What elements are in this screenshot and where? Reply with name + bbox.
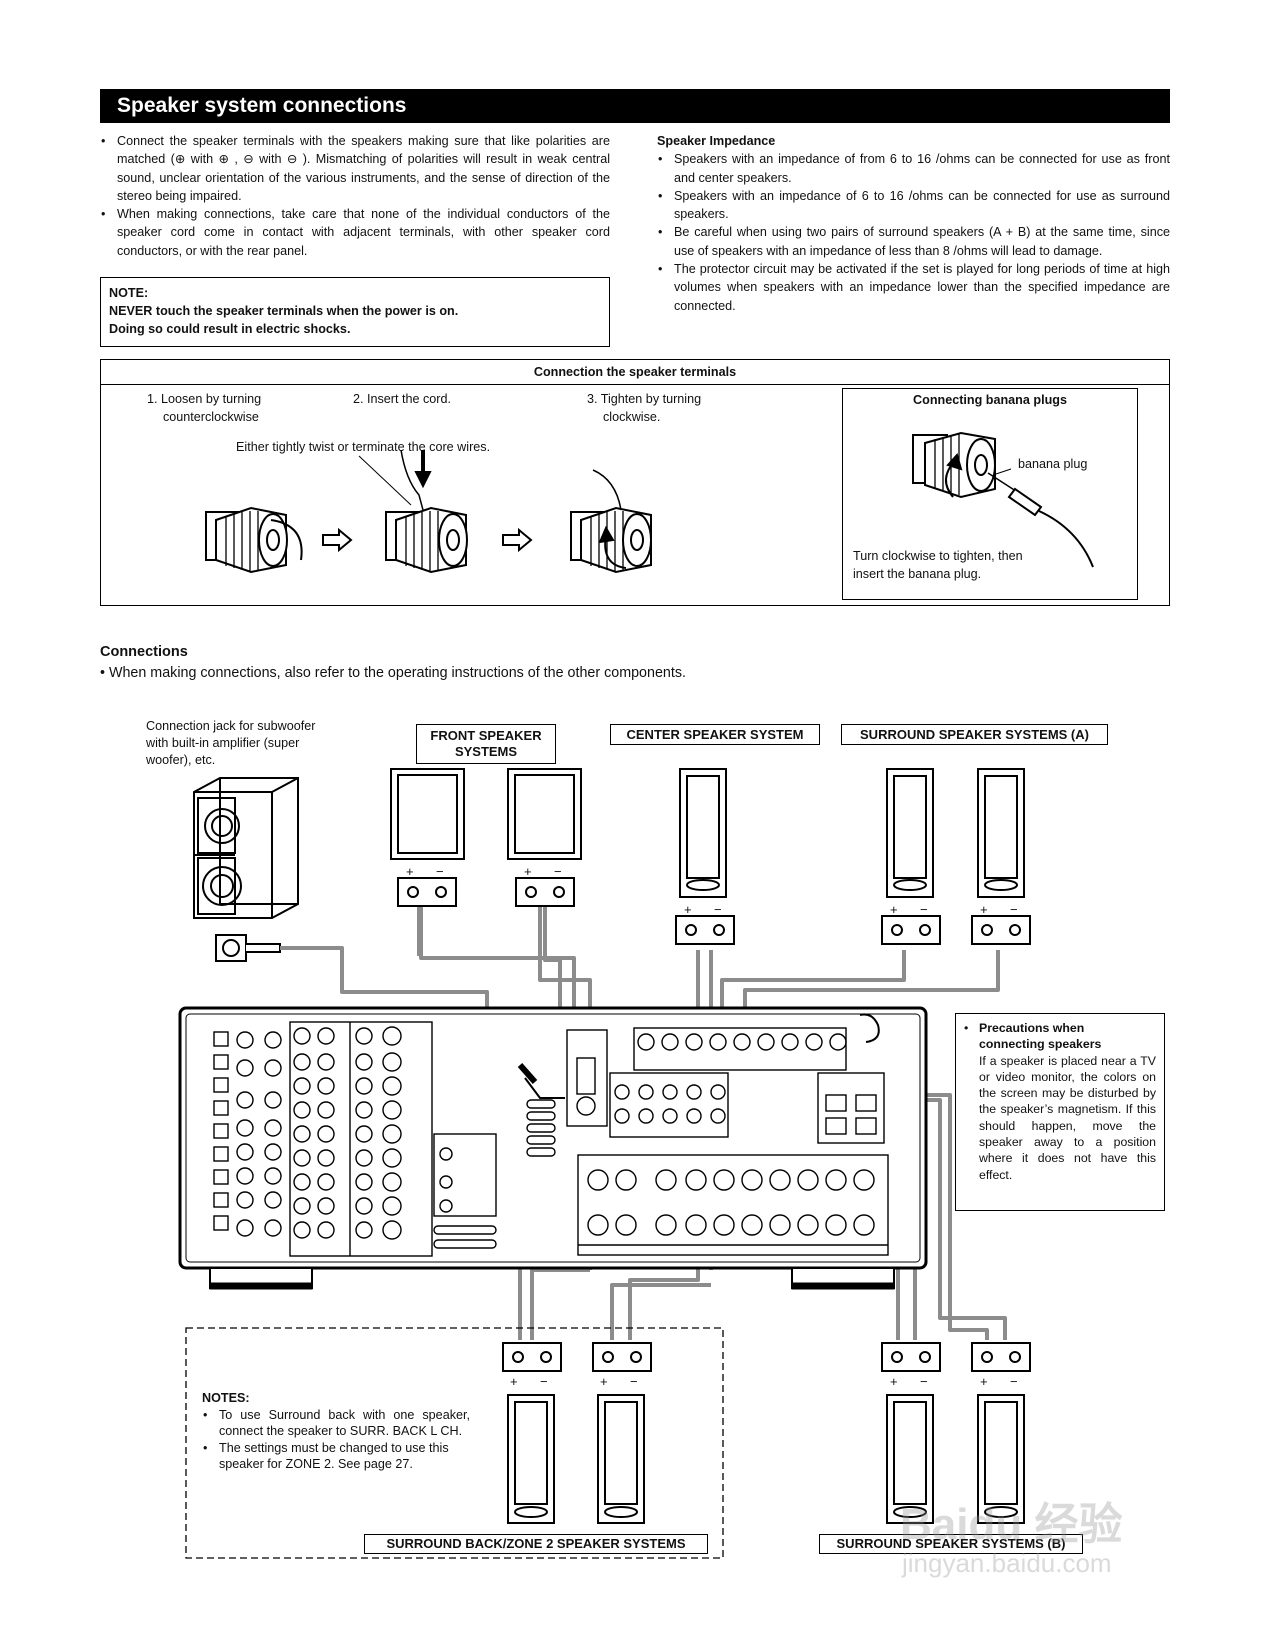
connections-title: Connections [100,644,188,660]
banana-plug-illustration [912,431,1094,568]
front-speakers [390,768,582,907]
surround-back-speakers [502,1342,652,1524]
front-label-line: SYSTEMS [454,744,518,759]
plus-sign: + [600,1374,608,1389]
impedance-bullet: Speakers with an impedance of 6 to 16 /o… [657,187,1170,224]
minus-sign: − [436,864,444,879]
subwoofer-speaker [193,777,299,962]
minus-sign: − [540,1374,548,1389]
front-label-line: FRONT SPEAKER [430,728,542,743]
banana-note-line: insert the banana plug. [853,567,982,582]
notes-title: NOTES: [202,1391,250,1405]
intro-bullet: When making connections, take care that … [100,205,610,260]
impedance-bullet: The protector circuit may be activated i… [657,260,1170,315]
note-box: NOTE: NEVER touch the speaker terminals … [100,277,610,347]
twist-note: Either tightly twist or terminate the co… [236,440,491,454]
terminal-steps-illustration [205,449,652,574]
plus-sign: + [406,864,414,879]
plus-sign: + [684,902,692,917]
terminal-connection-box: Connection the speaker terminals 1. Loos… [100,359,1170,606]
precautions-box: • Precautions when connecting speakers I… [955,1013,1165,1211]
av-receiver-rear-panel [178,1006,928,1290]
banana-plug-label: banana plug [1018,457,1088,471]
note-line: NEVER touch the speaker terminals when t… [109,304,459,318]
notes-item: To use Surround back with one speaker, c… [202,1407,470,1440]
plus-sign: + [890,1374,898,1389]
precautions-title: Precautions when [979,1021,1085,1035]
connections-bullet-text: When making connections, also refer to t… [108,665,686,681]
plus-sign: + [980,1374,988,1389]
notes-item: The settings must be changed to use this… [202,1440,470,1473]
plus-sign: + [980,902,988,917]
banana-note-line: Turn clockwise to tighten, then [853,549,1023,563]
minus-sign: − [630,1374,638,1389]
subwoofer-label-line: Connection jack for subwoofer [146,719,316,733]
center-speaker [675,768,735,945]
precautions-body: If a speaker is placed near a TV or vide… [979,1053,1156,1182]
watermark-logo: Baidu 经验 [900,1500,1123,1549]
minus-sign: − [1010,1374,1018,1389]
plus-sign: + [890,902,898,917]
step-3-line: clockwise. [603,410,661,425]
notes-block: NOTES: To use Surround back with one spe… [202,1390,470,1473]
step-1: 1. Loosen by turning counterclockwise [147,390,261,427]
note-line: Doing so could result in electric shocks… [109,322,351,336]
terminal-box-title: Connection the speaker terminals [101,360,1169,385]
banana-box-title: Connecting banana plugs [913,393,1067,407]
impedance-title: Speaker Impedance [657,134,776,148]
plus-sign: + [510,1374,518,1389]
banana-note: Turn clockwise to tighten, then insert t… [853,547,1023,584]
subwoofer-label: Connection jack for subwoofer with built… [146,718,346,769]
minus-sign: − [920,1374,928,1389]
surround-back-label: SURROUND BACK/ZONE 2 SPEAKER SYSTEMS [364,1534,708,1554]
impedance-bullet: Be careful when using two pairs of surro… [657,223,1170,260]
minus-sign: − [920,902,928,917]
minus-sign: − [554,864,562,879]
step-3: 3. Tighten by turning clockwise. [587,390,701,427]
step-3-line: 3. Tighten by turning [587,392,702,406]
section-title: Speaker system connections [100,89,1170,123]
step-2: 2. Insert the cord. [353,392,452,406]
surround-b-speakers [881,1342,1031,1524]
step-1-line: 1. Loosen by turning [147,392,262,406]
watermark-url: jingyan.baidu.com [902,1548,1112,1578]
minus-sign: − [1010,902,1018,917]
intro-bullet: Connect the speaker terminals with the s… [100,132,610,205]
banana-plug-box: Connecting banana plugs banana plug [842,388,1138,600]
subwoofer-label-line: with built-in amplifier (super [146,736,300,750]
surround-b-label: SURROUND SPEAKER SYSTEMS (B) [819,1534,1083,1554]
connections-bullet: • When making connections, also refer to… [100,665,686,681]
center-speaker-label: CENTER SPEAKER SYSTEM [610,724,820,745]
impedance-bullet: Speakers with an impedance of from 6 to … [657,150,1170,187]
subwoofer-label-line: woofer), etc. [146,753,216,767]
step-1-line: counterclockwise [163,410,259,425]
notes-dashed-border [185,1327,724,1559]
minus-sign: − [714,902,722,917]
precautions-title: connecting speakers [979,1037,1102,1052]
plus-sign: + [524,864,532,879]
surround-a-label: SURROUND SPEAKER SYSTEMS (A) [841,724,1108,745]
intro-text: Connect the speaker terminals with the s… [100,132,610,260]
impedance-section: Speaker Impedance Speakers with an imped… [657,132,1170,315]
surround-a-speakers [881,768,1031,945]
note-title: NOTE: [109,286,149,300]
front-speaker-label: FRONT SPEAKER SYSTEMS [416,724,556,764]
